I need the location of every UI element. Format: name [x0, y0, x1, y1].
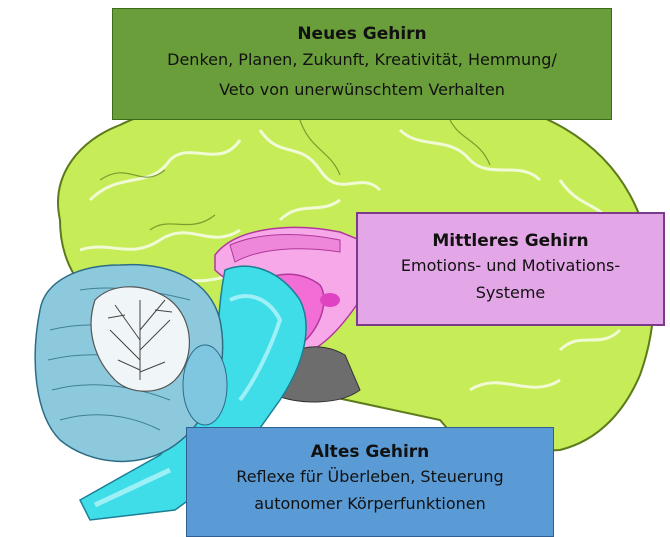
old-brain-title: Altes Gehirn [187, 441, 553, 463]
old-brain-box: Altes Gehirn Reflexe für Überleben, Steu… [186, 427, 554, 537]
new-brain-line-2: Veto von unerwünschtem Verhalten [113, 75, 611, 105]
new-brain-line-1: Denken, Planen, Zukunft, Kreativität, He… [113, 45, 611, 75]
middle-brain-title: Mittleres Gehirn [358, 230, 663, 252]
old-brain-line-1: Reflexe für Überleben, Steuerung [187, 463, 553, 490]
middle-brain-line-1: Emotions- und Motivations- [358, 252, 663, 279]
old-brain-line-2: autonomer Körperfunktionen [187, 490, 553, 517]
new-brain-title: Neues Gehirn [113, 23, 611, 45]
new-brain-box: Neues Gehirn Denken, Planen, Zukunft, Kr… [112, 8, 612, 120]
middle-brain-box: Mittleres Gehirn Emotions- und Motivatio… [356, 212, 665, 326]
middle-brain-line-2: Systeme [358, 279, 663, 306]
